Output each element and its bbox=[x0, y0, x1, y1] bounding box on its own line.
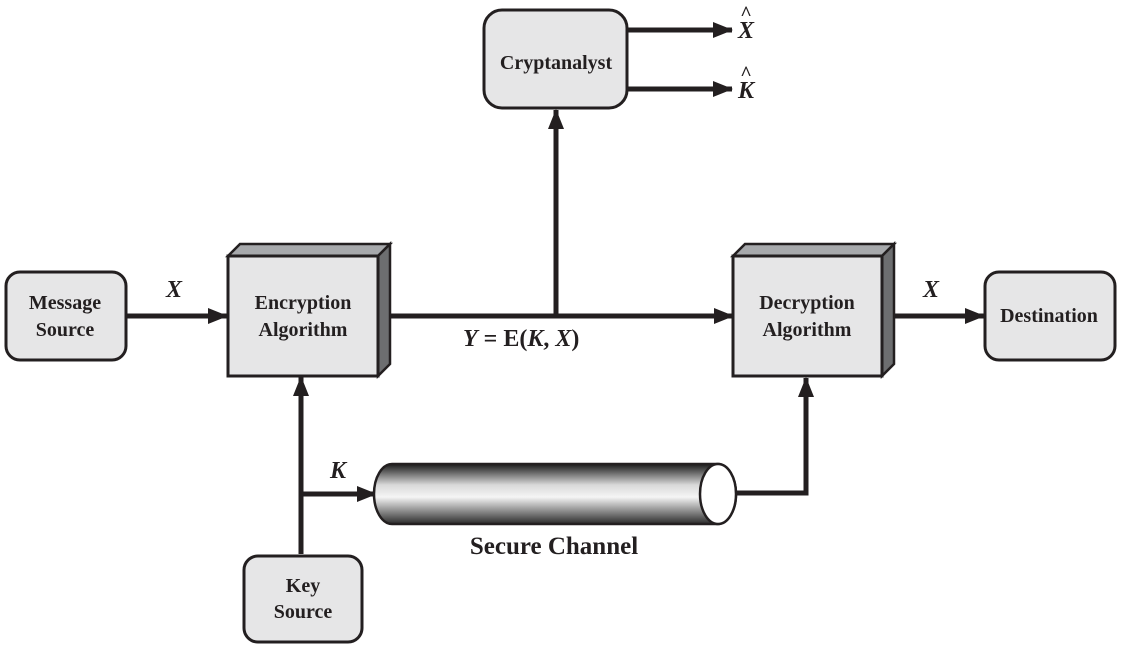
cryptanalyst-box bbox=[482, 8, 629, 110]
ciphertext-eq: = E( bbox=[478, 326, 528, 352]
ciphertext-close: ) bbox=[571, 326, 579, 352]
destination-label: Destination bbox=[1000, 305, 1098, 327]
key-source-box bbox=[242, 554, 364, 644]
message-source-label-2: Source bbox=[36, 319, 95, 341]
x-estimate-label: X bbox=[737, 18, 755, 44]
ciphertext-y: Y bbox=[463, 326, 480, 352]
k-hat-mark: ^ bbox=[740, 63, 752, 85]
connectors bbox=[127, 22, 985, 554]
encryption-label-1: Encryption bbox=[255, 292, 352, 314]
ciphertext-equation: Y = E(K, X) bbox=[463, 326, 579, 352]
secure-channel-pipe bbox=[372, 462, 738, 526]
decryption-algorithm-block bbox=[729, 240, 898, 380]
plaintext-in-label: X bbox=[165, 277, 183, 303]
ciphertext-x: X bbox=[554, 326, 572, 352]
key-source-label-1: Key bbox=[286, 575, 320, 597]
destination-box bbox=[983, 270, 1117, 362]
message-source-label-1: Message bbox=[29, 292, 101, 314]
decryption-label-1: Decryption bbox=[759, 292, 855, 314]
decryption-label-2: Algorithm bbox=[763, 319, 852, 341]
secure-channel-label: Secure Channel bbox=[470, 533, 638, 560]
arrow-channel-to-decryption bbox=[735, 377, 814, 496]
ciphertext-k: K bbox=[526, 326, 545, 352]
k-estimate-label: K bbox=[737, 78, 756, 104]
cryptanalyst-label: Cryptanalyst bbox=[500, 52, 613, 74]
ciphertext-comma: , bbox=[543, 326, 555, 352]
encryption-label-2: Algorithm bbox=[259, 319, 348, 341]
pipe-end bbox=[698, 462, 738, 526]
encryption-algorithm-block bbox=[224, 240, 394, 380]
x-hat-mark: ^ bbox=[740, 3, 752, 25]
key-source-label-2: Source bbox=[274, 601, 333, 623]
key-label: K bbox=[329, 458, 348, 484]
message-source-box bbox=[4, 270, 128, 362]
plaintext-out-label: X bbox=[922, 277, 940, 303]
